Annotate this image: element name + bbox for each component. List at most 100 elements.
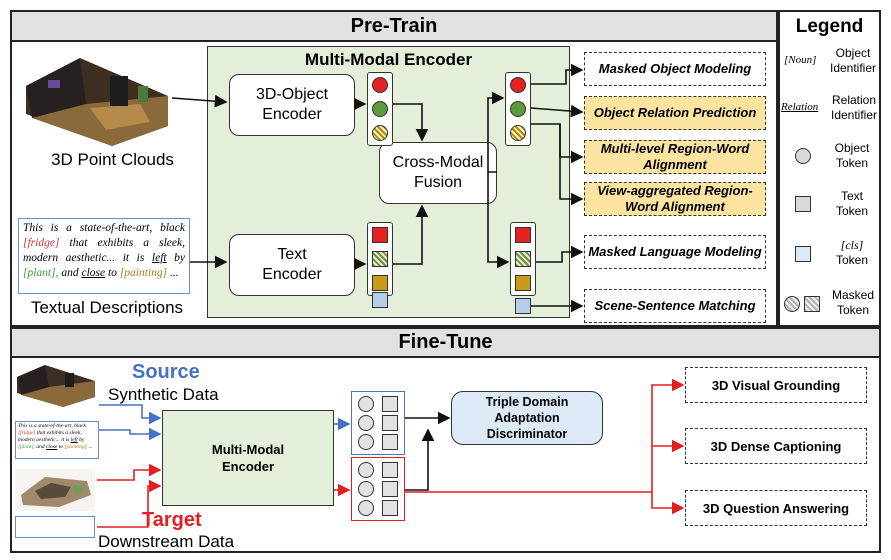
legend-cls-group: [cls] Token	[826, 238, 878, 268]
target-text-box: ...	[15, 516, 95, 538]
domain-discriminator: Triple Domain Adaptation Discriminator	[451, 391, 603, 445]
object-token	[510, 101, 526, 117]
masked-text-token	[515, 251, 531, 267]
description-segment: to	[57, 444, 65, 450]
legend-text-token-icon	[795, 196, 811, 212]
finetune-panel: Fine-Tune	[10, 327, 881, 553]
object-token	[372, 77, 388, 93]
text-encoder: Text Encoder	[229, 234, 355, 296]
text-token	[372, 227, 388, 243]
description-segment: ...	[167, 267, 179, 279]
target-scene-image	[15, 469, 95, 511]
description-segment: [fridge]	[18, 430, 36, 436]
task-masked-language-modeling: Masked Language Modeling	[584, 235, 766, 269]
legend-masked-token: Masked Token	[831, 288, 875, 317]
text-token	[515, 275, 531, 291]
finetune-encoder: Multi-Modal Encoder	[162, 410, 334, 506]
legend-relation-symbol: Relation	[781, 101, 819, 113]
description-box: This is a state-of-the-art, black [fridg…	[18, 218, 190, 294]
point-cloud-image	[20, 56, 170, 148]
object-token	[358, 415, 374, 431]
description-segment: ...	[86, 444, 93, 450]
legend-cls-token-icon	[795, 246, 811, 262]
description-segment: [painting]	[64, 444, 87, 450]
pretrain-panel: Pre-Train	[10, 10, 778, 327]
object-token	[358, 462, 374, 478]
cross-modal-fusion: Cross-Modal Fusion	[379, 142, 497, 204]
description-segment: This is a state-of-the-art, black	[18, 423, 86, 429]
legend-relation-identifier: Relation Identifier	[830, 93, 878, 122]
description-segment: that exhibits a sleek, modern aesthetic.…	[23, 237, 185, 264]
object-token	[358, 434, 374, 450]
finetune-encoder-label: Multi-Modal Encoder	[211, 442, 285, 474]
synthetic-data-label: Synthetic Data	[108, 385, 219, 404]
description-segment: to	[105, 267, 120, 279]
description-segment: by	[77, 437, 85, 443]
legend-text-token: Text Token	[835, 189, 869, 218]
task-multi-level-alignment: Multi-level Region-Word Alignment	[584, 140, 766, 174]
text-desc-label: Textual Descriptions	[30, 298, 184, 317]
object-token	[372, 101, 388, 117]
text-token	[382, 481, 398, 497]
description-segment: [fridge]	[23, 237, 60, 249]
finetune-title: Fine-Tune	[12, 329, 879, 358]
target-label: Target	[142, 509, 202, 531]
legend-object-token: Object Token	[834, 141, 870, 170]
description-segment: [plant],	[23, 267, 59, 279]
legend-panel: Legend	[778, 10, 881, 327]
task-question-answering: 3D Question Answering	[685, 490, 867, 526]
object-encoder: 3D-Object Encoder	[229, 74, 355, 136]
description-segment: [painting]	[119, 267, 168, 279]
source-label: Source	[132, 361, 200, 383]
source-scene-image	[15, 363, 97, 409]
description-segment: close	[45, 444, 58, 450]
source-text-box: This is a state-of-the-art, black [fridg…	[15, 421, 99, 459]
description-segment: left	[151, 252, 167, 264]
legend-cls-symbol: [cls]	[840, 238, 864, 252]
text-token	[382, 434, 398, 450]
task-view-aggregated-alignment: View-aggregated Region-Word Alignment	[584, 182, 766, 216]
point-cloud-label: 3D Point Clouds	[51, 150, 174, 169]
object-token-column	[367, 72, 393, 146]
legend-cls-token: Token	[835, 253, 869, 267]
legend-masked-square-icon	[804, 296, 820, 312]
description-segment: left	[70, 437, 78, 443]
legend-masked-circle-icon	[784, 296, 800, 312]
legend-object-identifier: Object Identifier	[829, 46, 877, 75]
object-token	[358, 481, 374, 497]
text-token	[515, 227, 531, 243]
fused-text-token-column	[510, 222, 536, 296]
fused-object-token-column	[505, 72, 531, 146]
task-scene-sentence-matching: Scene-Sentence Matching	[584, 289, 766, 323]
description-segment: This is a state-of-the-art, black	[23, 222, 185, 234]
discriminator-label: Triple Domain Adaptation Discriminator	[485, 395, 569, 441]
task-visual-grounding: 3D Visual Grounding	[685, 367, 867, 403]
description-segment: close	[81, 267, 106, 279]
pretrain-title: Pre-Train	[12, 12, 776, 42]
description-segment: and	[34, 444, 46, 450]
text-token	[382, 462, 398, 478]
task-dense-captioning: 3D Dense Captioning	[685, 428, 867, 464]
description-segment: that exhibits a sleek, modern aesthetic.…	[18, 430, 82, 443]
encoder-title: Multi-Modal Encoder	[304, 50, 473, 69]
masked-object-token	[372, 125, 388, 141]
text-token	[382, 396, 398, 412]
text-token	[382, 500, 398, 516]
text-token-column	[367, 222, 393, 296]
description-segment: [plant],	[18, 444, 35, 450]
legend-title: Legend	[795, 16, 864, 37]
object-token	[510, 77, 526, 93]
description-segment: and	[58, 267, 82, 279]
legend-noun-symbol: [Noun]	[784, 54, 817, 66]
task-masked-object-modeling: Masked Object Modeling	[584, 52, 766, 86]
object-token	[358, 500, 374, 516]
text-token	[382, 415, 398, 431]
masked-text-token	[372, 251, 388, 267]
downstream-data-label: Downstream Data	[98, 532, 235, 551]
fused-cls-token	[515, 298, 531, 314]
source-token-block	[351, 391, 405, 455]
object-token	[358, 396, 374, 412]
cls-token	[372, 292, 388, 308]
text-token	[372, 275, 388, 291]
task-object-relation-prediction: Object Relation Prediction	[584, 96, 766, 130]
